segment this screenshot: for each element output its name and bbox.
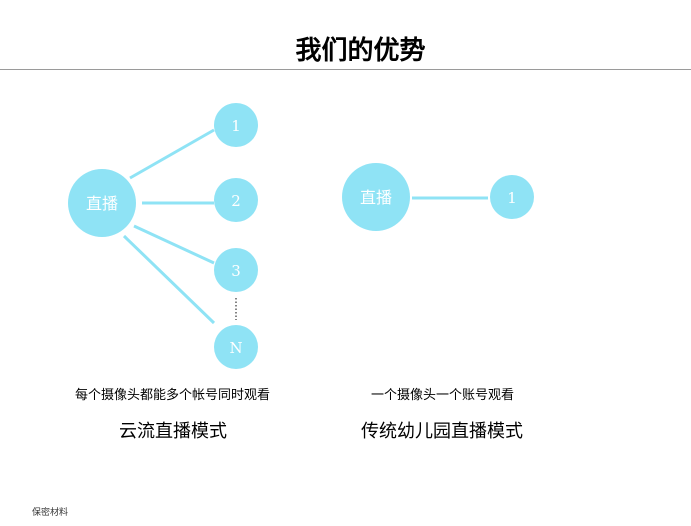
left-center-node: [68, 169, 136, 237]
left-connector-1: [129, 128, 215, 180]
right-center-label: 直播: [360, 188, 392, 207]
left-node-3-label: 3: [231, 262, 241, 280]
right-node-1: [490, 175, 534, 219]
title-divider: [0, 69, 691, 70]
left-node-1-label: 1: [231, 117, 241, 135]
left-center-label: 直播: [86, 194, 118, 213]
left-node-1: [214, 103, 258, 147]
footer-confidential: 保密材料: [32, 508, 69, 518]
left-connector-3: [133, 224, 215, 265]
page-title: 我们的优势: [0, 30, 691, 67]
left-mode-name: 云流直播模式: [119, 421, 227, 442]
page-title-text: 我们的优势: [295, 36, 426, 66]
left-node-3: [214, 248, 258, 292]
right-node-1-label: 1: [507, 189, 517, 207]
right-description: 一个摄像头一个账号观看: [371, 388, 515, 403]
left-connector-n: [122, 234, 216, 325]
left-node-2: [214, 178, 258, 222]
left-description: 每个摄像头都能多个帐号同时观看: [75, 388, 271, 403]
right-center-node: [342, 163, 410, 231]
right-mode-name: 传统幼儿园直播模式: [361, 421, 523, 442]
left-node-n: [214, 325, 258, 369]
left-node-2-label: 2: [231, 192, 241, 210]
left-node-n-label: N: [229, 339, 242, 357]
